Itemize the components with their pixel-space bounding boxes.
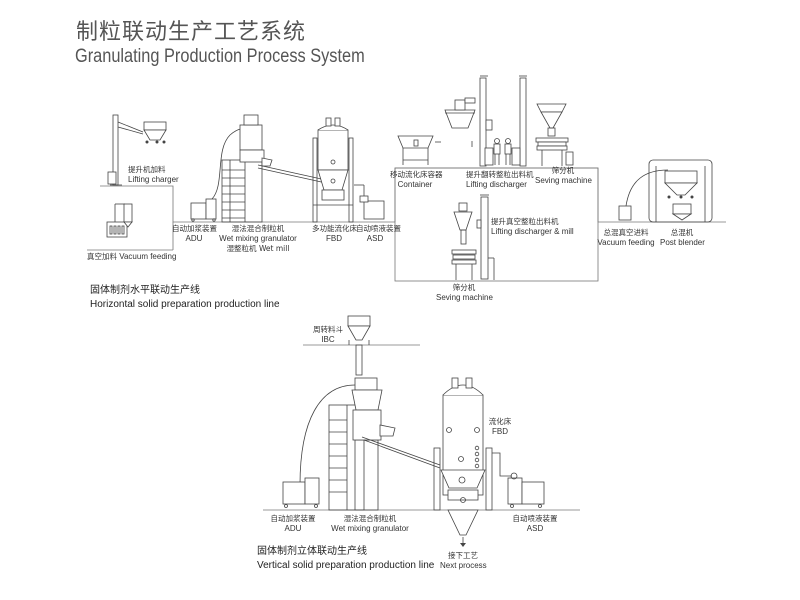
label-post-blender: 总混机 Post blender — [660, 228, 705, 247]
horizontal-line-title: 固体制剂水平联动生产线 Horizontal solid preparation… — [90, 285, 280, 310]
post-blender-machine — [648, 159, 713, 223]
horizontal-floor-lines — [87, 167, 726, 282]
label-asd-horizontal: 自动喷液装置 ASD — [356, 224, 401, 243]
label-sieving-machine-bottom: 筛分机 Seving machine — [436, 283, 493, 302]
page-title-en: Granulating Production Process System — [75, 46, 365, 67]
label-next-process: 接下工艺 Next process — [440, 551, 487, 570]
lifting-discharger-mill-machine — [451, 194, 495, 280]
label-lifting-charger: 提升机加料 Lifting charger — [128, 165, 179, 184]
sieving-machine-top — [535, 103, 574, 166]
label-ibc: 周转料斗 IBC — [313, 325, 343, 344]
asd-machine-vertical — [492, 452, 545, 508]
label-wet-granulator-vertical: 湿法混合制粒机 Wet mixing granulator — [331, 514, 409, 533]
fbd-machine-horizontal — [312, 117, 354, 223]
asd-machine-horizontal — [354, 184, 385, 220]
label-vacuum-feeding: 真空加料 Vacuum feeding — [87, 252, 177, 261]
vacuum-feeding-post-machine — [618, 169, 669, 221]
adu-machine-vertical — [282, 477, 320, 508]
label-lifting-discharger-mill: 提升真空整粒出料机 Lifting discharger & mill — [491, 217, 574, 236]
label-fbd-horizontal: 多功能流化床 FBD — [312, 224, 357, 243]
vacuum-feeding-machine — [106, 203, 133, 238]
label-vacuum-feeding-post: 总混真空进料 Vacuum feeding — [597, 228, 655, 247]
vertical-line-title: 固体制剂立体联动生产线 Vertical solid preparation p… — [257, 546, 435, 571]
ibc-bin — [347, 315, 371, 376]
wet-granulator-vertical — [299, 377, 441, 511]
label-wet-granulator-horizontal: 湿法混合制粒机 Wet mixing granulator 湿整粒机 Wet m… — [219, 224, 297, 253]
label-adu-vertical: 自动加浆装置 ADU — [270, 514, 316, 533]
label-asd-vertical: 自动喷液装置 ASD — [512, 514, 558, 533]
label-adu-horizontal: 自动加浆装置 ADU — [172, 224, 217, 243]
lifting-discharger-machine — [444, 75, 527, 167]
container-cart — [397, 135, 441, 165]
fbd-machine-vertical — [433, 377, 493, 547]
label-fbd-vertical: 流化床 FBD — [488, 417, 512, 436]
lifting-charger-machine — [107, 114, 167, 186]
label-sieving-machine-top: 筛分机 Seving machine — [535, 166, 592, 185]
label-lifting-discharger: 提升翻转整粒出料机 Lifting discharger — [466, 170, 534, 189]
label-container: 移动流化床容器 Container — [390, 170, 443, 189]
page-title-cn: 制粒联动生产工艺系统 — [76, 20, 307, 45]
